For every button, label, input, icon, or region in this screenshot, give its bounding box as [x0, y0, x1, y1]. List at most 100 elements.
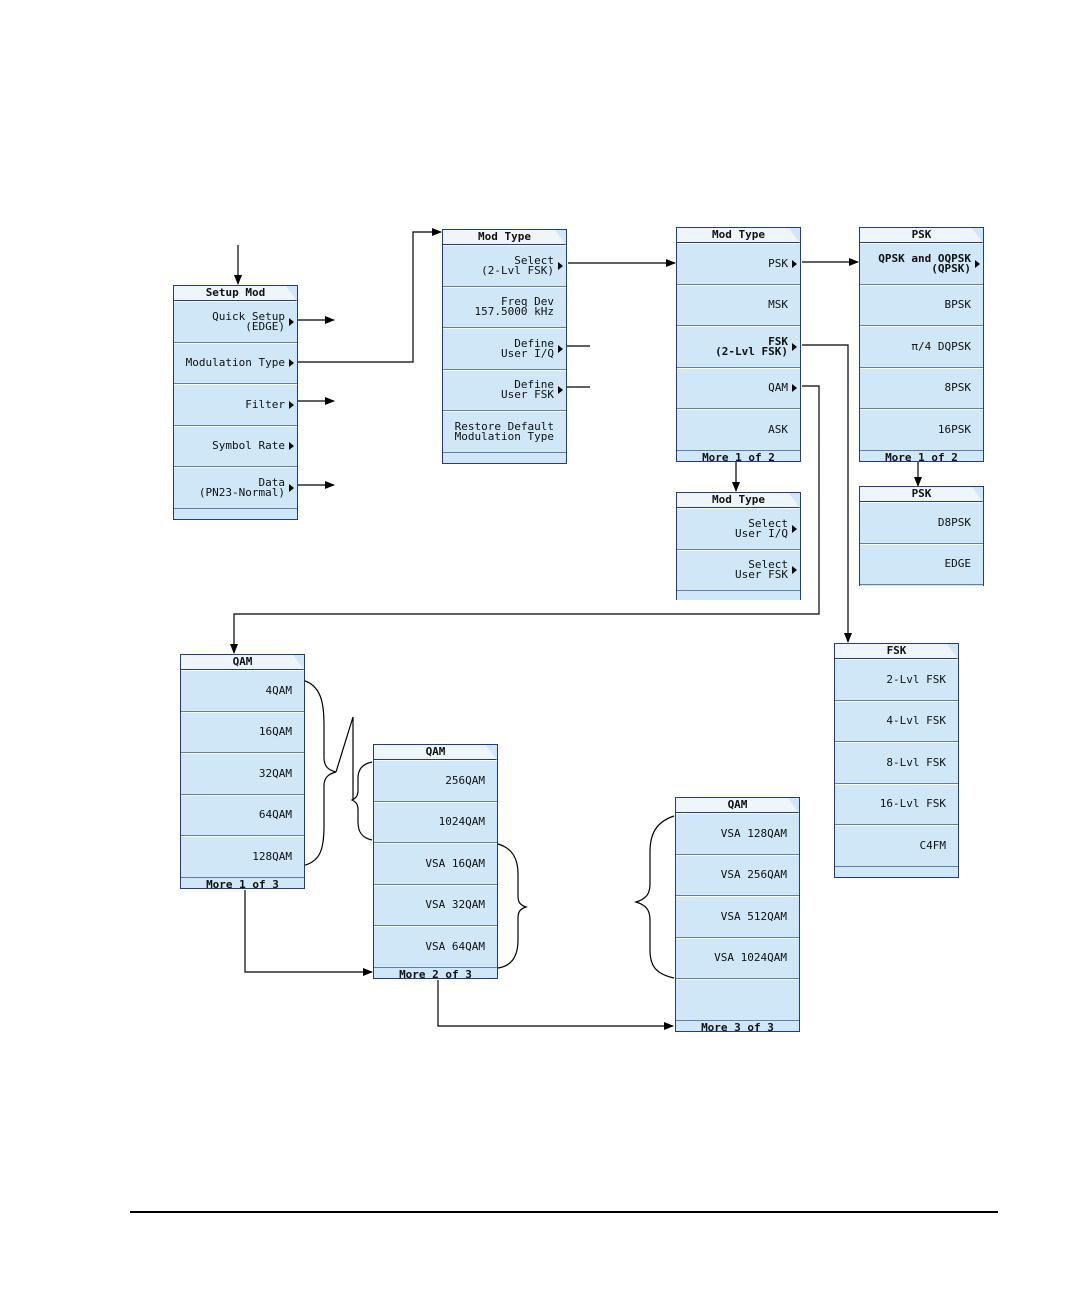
ask-key[interactable]: ASK	[677, 409, 800, 451]
d8psk-key[interactable]: D8PSK	[860, 502, 983, 544]
vsa-64qam-key[interactable]: VSA 64QAM	[374, 926, 497, 968]
key-label: 16-Lvl FSK	[879, 797, 946, 811]
menu-title: QAM	[374, 745, 497, 760]
key-label: Modulation Type	[185, 356, 285, 370]
menu-title: PSK	[860, 487, 983, 502]
data-key[interactable]: Data(PN23-Normal)	[174, 467, 297, 509]
key-sublabel: (EDGE)	[245, 319, 285, 333]
qpsk-key[interactable]: QPSK and OQPSK(QPSK)	[860, 243, 983, 285]
filter-key[interactable]: Filter	[174, 384, 297, 426]
menu-title: QAM	[676, 798, 799, 813]
1024qam-key[interactable]: 1024QAM	[374, 801, 497, 843]
vsa-16qam-key[interactable]: VSA 16QAM	[374, 843, 497, 885]
key-label: VSA 512QAM	[720, 909, 787, 923]
symbol-rate-key[interactable]: Symbol Rate	[174, 425, 297, 467]
key-label: 32QAM	[258, 766, 292, 780]
key-label: π/4 DQPSK	[911, 339, 971, 353]
key-label: 16PSK	[937, 422, 971, 436]
8psk-key[interactable]: 8PSK	[860, 367, 983, 409]
16qam-key[interactable]: 16QAM	[181, 711, 304, 753]
more-key[interactable]: More 1 of 3	[181, 877, 304, 888]
vsa-512qam-key[interactable]: VSA 512QAM	[676, 896, 799, 938]
psk-menu-page2: PSK D8PSK EDGE	[859, 486, 984, 586]
key-label: Data	[258, 475, 286, 489]
submenu-arrow-icon	[558, 261, 563, 270]
modulation-type-arrow	[292, 228, 442, 363]
key-label: 2-Lvl FSK	[886, 672, 946, 686]
more-key[interactable]: More 1 of 2	[860, 450, 983, 461]
vsa-32qam-key[interactable]: VSA 32QAM	[374, 884, 497, 926]
key-label: BPSK	[944, 298, 972, 312]
submenu-arrow-icon	[289, 442, 294, 451]
submenu-arrow-icon	[289, 359, 294, 368]
16psk-key[interactable]: 16PSK	[860, 409, 983, 451]
qam2-more-arrow	[437, 980, 674, 1030]
menu-title: PSK	[860, 228, 983, 243]
key-label: FSK	[768, 334, 788, 348]
2-lvl-fsk-key[interactable]: 2-Lvl FSK	[835, 659, 958, 701]
menu-bottom	[174, 508, 297, 519]
msk-key[interactable]: MSK	[677, 284, 800, 326]
submenu-arrow-icon	[289, 400, 294, 409]
key-label: Select	[748, 516, 788, 530]
edge-key[interactable]: EDGE	[860, 543, 983, 585]
psk-key[interactable]: PSK	[677, 243, 800, 285]
key-label: VSA 32QAM	[425, 898, 485, 912]
c4fm-key[interactable]: C4FM	[835, 825, 958, 867]
key-label: 4-Lvl FSK	[886, 714, 946, 728]
key-sublabel: Modulation Type	[454, 429, 554, 443]
key-label: Restore Default	[454, 419, 554, 433]
4-lvl-fsk-key[interactable]: 4-Lvl FSK	[835, 700, 958, 742]
qam-key[interactable]: QAM	[677, 367, 800, 409]
more-key[interactable]: More 2 of 3	[374, 967, 497, 978]
key-sublabel: User I/Q	[735, 526, 788, 540]
key-label: QAM	[768, 381, 788, 395]
16-lvl-fsk-key[interactable]: 16-Lvl FSK	[835, 783, 958, 825]
select-key[interactable]: Select(2-Lvl FSK)	[443, 245, 566, 287]
submenu-arrow-icon	[289, 317, 294, 326]
vsa-128qam-key[interactable]: VSA 128QAM	[676, 813, 799, 855]
submenu-arrow-icon	[975, 259, 980, 268]
key-label: Select	[514, 253, 554, 267]
32qam-key[interactable]: 32QAM	[181, 753, 304, 795]
quick-setup-key[interactable]: Quick Setup(EDGE)	[174, 301, 297, 343]
key-label: 1024QAM	[438, 815, 485, 829]
empty-key[interactable]	[676, 979, 799, 1021]
key-label: VSA 64QAM	[425, 939, 485, 953]
vsa-1024qam-key[interactable]: VSA 1024QAM	[676, 937, 799, 979]
key-label: VSA 256QAM	[720, 868, 787, 882]
more-key[interactable]: More 3 of 3	[676, 1020, 799, 1031]
key-label: Define	[514, 336, 554, 350]
qam-arrow	[230, 385, 820, 654]
4qam-key[interactable]: 4QAM	[181, 670, 304, 712]
key-sublabel: (QPSK)	[931, 261, 971, 275]
brace-qam2-right	[497, 843, 528, 969]
128qam-key[interactable]: 128QAM	[181, 836, 304, 878]
menu-title: Mod Type	[677, 493, 800, 508]
bpsk-key[interactable]: BPSK	[860, 284, 983, 326]
pi4-dqpsk-key[interactable]: π/4 DQPSK	[860, 326, 983, 368]
key-label: Freq Dev	[501, 295, 554, 309]
brace-qam2-left	[350, 761, 373, 841]
key-label: 16QAM	[258, 725, 292, 739]
8-lvl-fsk-key[interactable]: 8-Lvl FSK	[835, 742, 958, 784]
modulation-type-key[interactable]: Modulation Type	[174, 342, 297, 384]
key-sublabel: 157.5000 kHz	[474, 305, 554, 319]
qam1-more-arrow	[244, 890, 373, 976]
key-label: Filter	[245, 397, 285, 411]
more-key[interactable]: More 1 of 2	[677, 450, 800, 461]
brace-qam1-right	[301, 679, 337, 867]
vsa-256qam-key[interactable]: VSA 256QAM	[676, 854, 799, 896]
key-label: D8PSK	[937, 515, 971, 529]
256qam-key[interactable]: 256QAM	[374, 760, 497, 802]
fsk-key[interactable]: FSK(2-Lvl FSK)	[677, 326, 800, 368]
key-label: C4FM	[919, 838, 947, 852]
64qam-key[interactable]: 64QAM	[181, 794, 304, 836]
